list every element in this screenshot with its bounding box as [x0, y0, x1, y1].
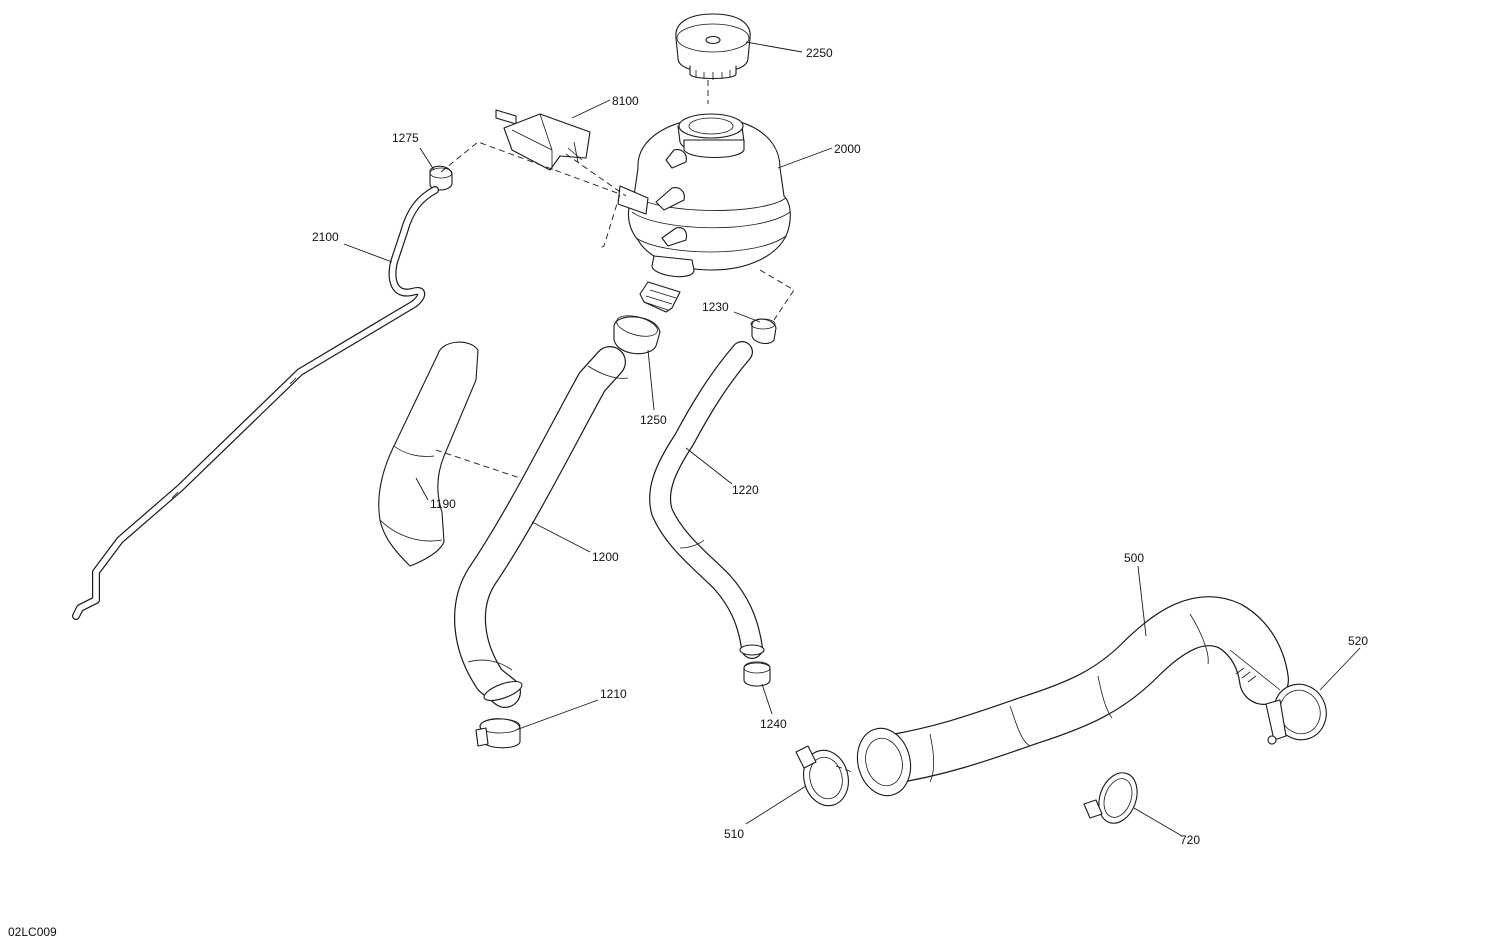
callout-1250: 1250 — [640, 413, 667, 427]
part-1200-hose — [454, 346, 629, 708]
part-1240-clamp — [743, 661, 771, 687]
part-2250-reservoir-cap — [675, 13, 751, 80]
callout-1240: 1240 — [760, 717, 787, 731]
callout-520: 520 — [1348, 634, 1368, 648]
part-2100-vent-tube — [72, 186, 439, 620]
callout-1275: 1275 — [392, 131, 419, 145]
drawing-code: 02LC009 — [8, 925, 57, 939]
part-500-radiator-hose — [856, 596, 1289, 797]
callout-1200: 1200 — [592, 550, 619, 564]
part-1220-hose — [649, 341, 765, 659]
callout-1210: 1210 — [600, 687, 627, 701]
callout-720: 720 — [1180, 833, 1200, 847]
part-1230-clamp — [750, 318, 777, 345]
part-720-strap — [1083, 772, 1138, 824]
callout-510: 510 — [724, 827, 744, 841]
callout-1230: 1230 — [702, 300, 729, 314]
callout-8100: 8100 — [612, 94, 639, 108]
part-1190-protective-sleeve — [378, 341, 479, 567]
callout-2100: 2100 — [312, 230, 339, 244]
assembly-lines — [435, 80, 853, 773]
callout-2000: 2000 — [834, 142, 861, 156]
callout-1220: 1220 — [732, 483, 759, 497]
callout-500: 500 — [1124, 551, 1144, 565]
part-520-clamp — [1265, 683, 1327, 745]
callout-2250: 2250 — [806, 46, 833, 60]
part-1210-clamp — [475, 718, 521, 749]
part-1250-clamp — [613, 315, 661, 355]
callout-labels: 2250 8100 1275 2000 2100 1230 1250 1190 … — [312, 46, 1368, 847]
callout-1190: 1190 — [430, 497, 456, 511]
part-2000-coolant-reservoir — [617, 113, 791, 313]
leader-lines — [343, 41, 1361, 837]
part-510-clamp — [795, 745, 849, 807]
